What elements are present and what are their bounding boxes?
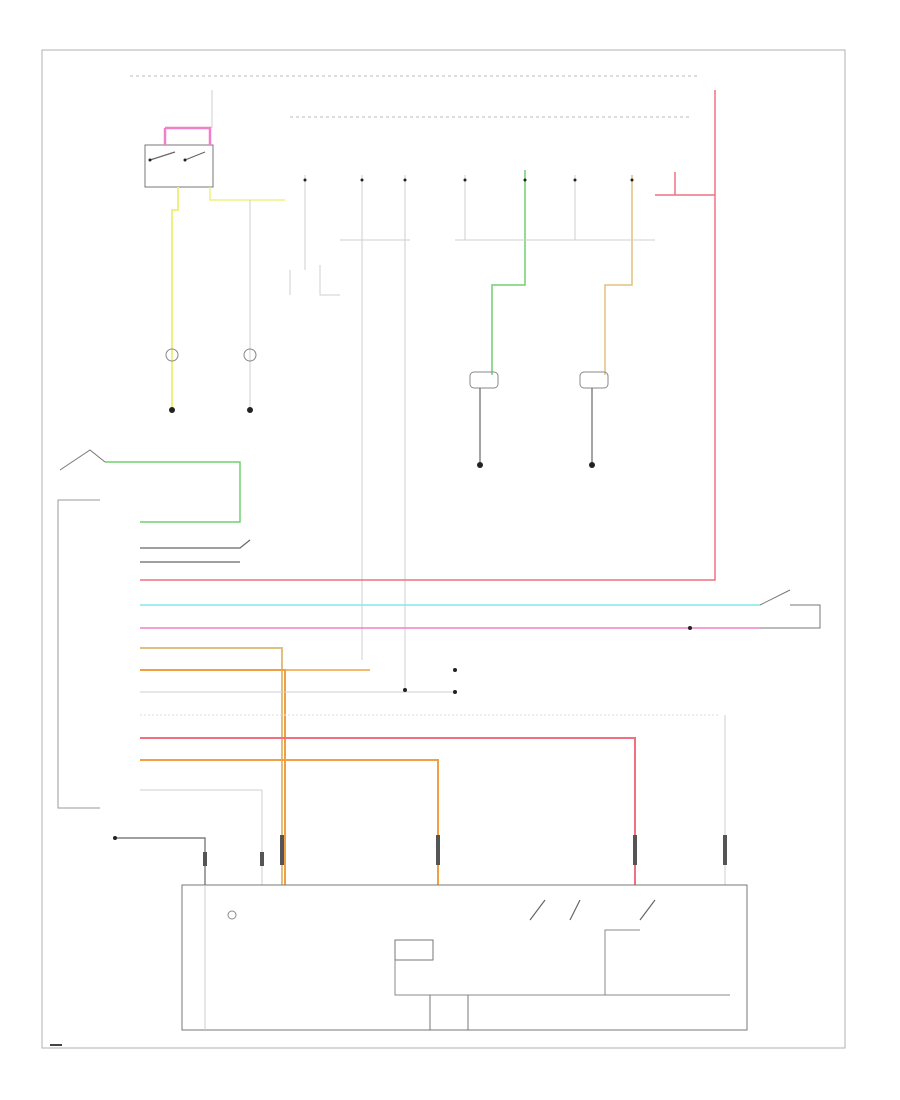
lamp-module-box <box>181 884 748 1031</box>
ground-point <box>169 407 175 413</box>
right-switch <box>759 589 821 629</box>
wire-tan <box>140 647 283 885</box>
ground-point <box>477 462 483 468</box>
internal-component <box>429 994 469 1031</box>
connector-point <box>453 668 457 672</box>
wire-green <box>105 461 241 523</box>
wire-orange <box>140 759 439 885</box>
right-headlamp <box>579 371 609 389</box>
illumination-bulb <box>227 910 237 920</box>
switch-contact <box>184 151 206 161</box>
wire-green <box>491 170 526 375</box>
left-park-lamp <box>165 348 179 362</box>
internal-relay <box>394 939 434 961</box>
switch-contact <box>149 151 176 161</box>
wire-yellow <box>171 187 179 410</box>
wire-pink <box>165 126 212 145</box>
connector-markers <box>203 835 727 866</box>
wire-red-hot <box>140 90 716 581</box>
switch-symbol <box>59 449 106 471</box>
internal-switches <box>529 899 656 921</box>
internal-wire <box>604 929 640 995</box>
wire-dark <box>140 539 251 549</box>
wire-yellow <box>209 187 285 201</box>
internal-wire <box>394 960 730 996</box>
ground-point <box>247 407 253 413</box>
ground-point <box>113 836 117 840</box>
connector-point <box>453 690 457 694</box>
switch-terminal <box>183 158 187 162</box>
splice-point <box>403 688 407 692</box>
splice-point <box>688 626 692 630</box>
module-bracket <box>57 499 100 809</box>
right-park-lamp <box>243 348 257 362</box>
switch-terminal <box>148 158 152 162</box>
headlamp-switch-box <box>144 144 214 188</box>
ground-point <box>589 462 595 468</box>
wire-tan <box>604 175 633 375</box>
left-headlamp <box>469 371 499 389</box>
fuse-markers <box>303 178 634 182</box>
diagram-border <box>41 49 846 1049</box>
wire-gray <box>289 265 340 296</box>
wire-dark <box>115 837 206 885</box>
